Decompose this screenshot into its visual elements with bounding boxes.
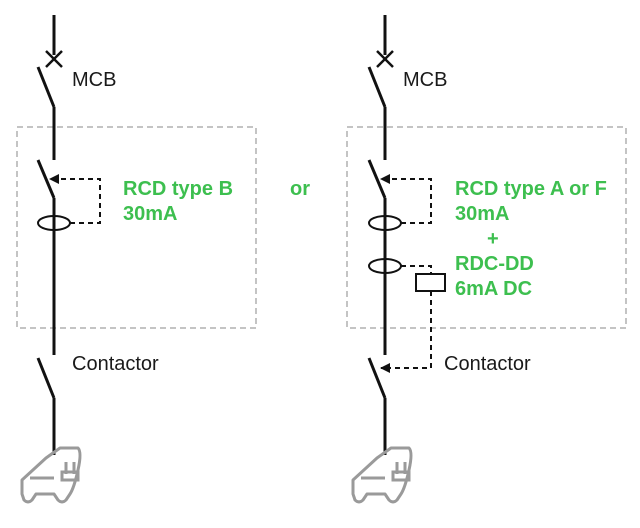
right-rcd-rating: 30mA <box>455 203 509 225</box>
right-rdc-type: RDC-DD <box>455 253 534 275</box>
alternative-separator: or <box>290 178 310 200</box>
ev-car-icon <box>351 446 413 504</box>
right-contactor-label: Contactor <box>444 353 531 375</box>
ev-car-icon <box>20 446 82 504</box>
right-rdc-sense-link <box>401 265 432 274</box>
right-circuit: MCB RCD type A or F 30mA + RDC-DD 6mA DC… <box>346 15 627 504</box>
right-rdc-trip-link <box>380 291 432 373</box>
right-plus-sign: + <box>487 228 499 250</box>
left-contactor-switch-blade <box>36 357 56 399</box>
right-contactor-switch-blade <box>367 357 387 399</box>
right-rcd-trip-link <box>380 174 432 224</box>
right-rcd-switch-blade <box>367 159 387 199</box>
left-mcb-label: MCB <box>72 69 116 91</box>
left-mcb-cross-icon <box>45 50 63 68</box>
left-rcd-type: RCD type B <box>123 178 233 200</box>
right-rdc-dd-relay <box>415 273 446 292</box>
left-circuit: MCB RCD type B 30mA Contactor <box>16 15 257 504</box>
left-rcd-trip-link <box>49 174 101 224</box>
left-rcd-rating: 30mA <box>123 203 177 225</box>
left-mcb-switch-blade <box>36 66 56 108</box>
right-rdc-rating: 6mA DC <box>455 278 532 300</box>
left-contactor-label: Contactor <box>72 353 159 375</box>
right-mcb-label: MCB <box>403 69 447 91</box>
left-rcd-switch-blade <box>36 159 56 199</box>
right-rcd-type: RCD type A or F <box>455 178 607 200</box>
right-mcb-cross-icon <box>376 50 394 68</box>
right-mcb-switch-blade <box>367 66 387 108</box>
